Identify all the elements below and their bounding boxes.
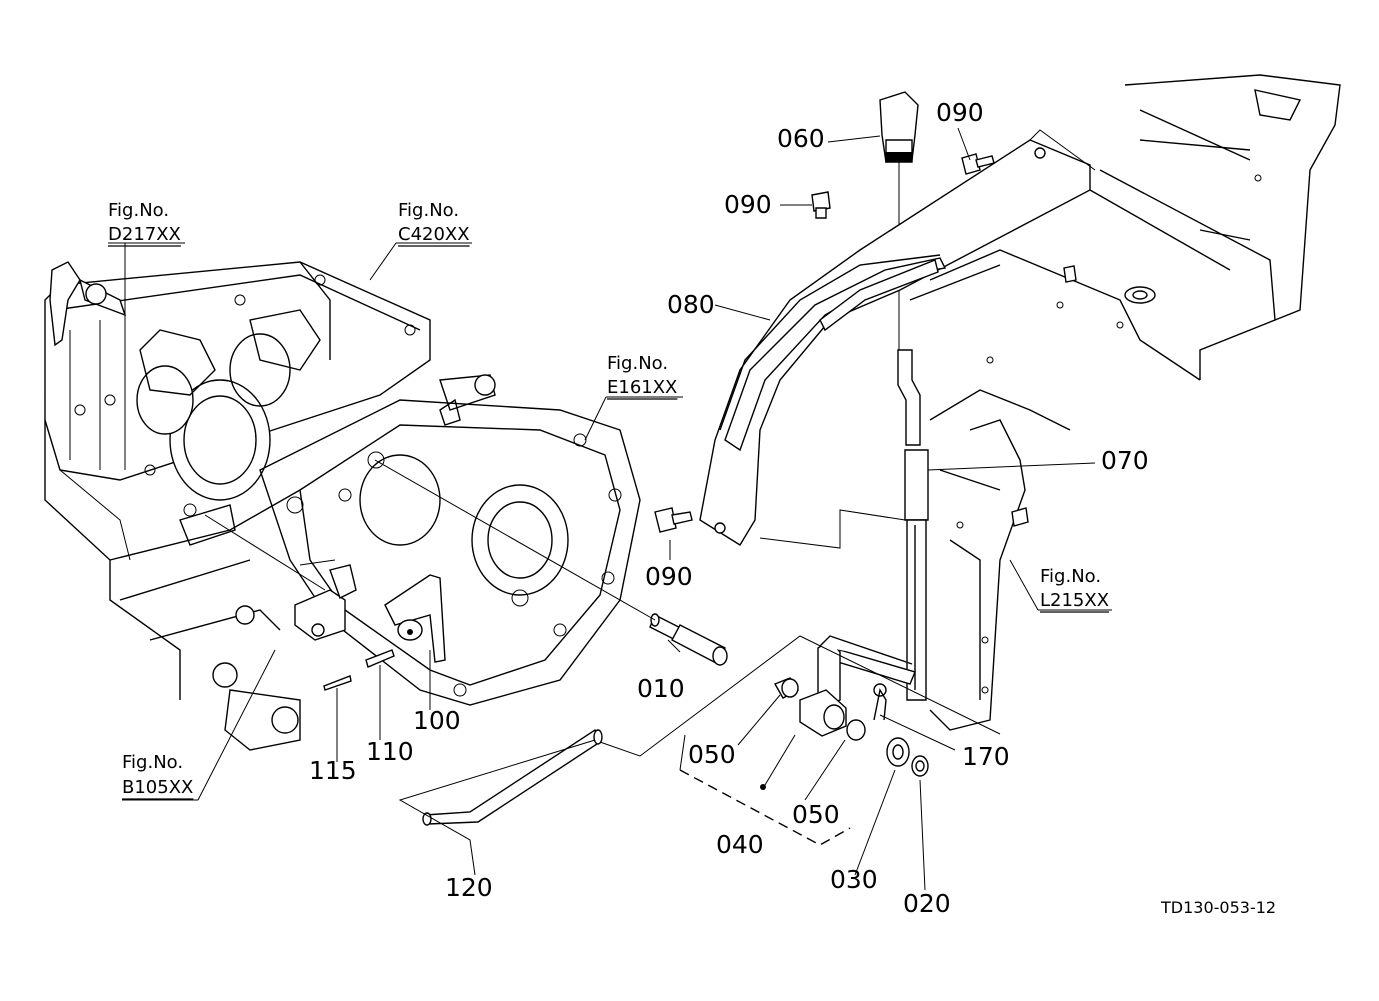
fig-ref-C420XX: Fig.No. C420XX <box>398 200 470 247</box>
switch-assembly <box>294 564 357 641</box>
part-number-labels: 010 020 030 040 050 050 060 070 080 090 … <box>309 98 1149 918</box>
part-number-070: 070 <box>1101 446 1149 475</box>
lever-070 <box>817 349 929 707</box>
washer-030 <box>886 737 910 767</box>
fig-ref-code: D217XX <box>108 224 181 245</box>
bolt-090-middle <box>811 191 831 219</box>
fig-ref-code: C420XX <box>398 224 470 245</box>
fig-ref-code: E161XX <box>607 377 677 398</box>
part-number-020: 020 <box>903 889 951 918</box>
arm-100 <box>384 574 446 663</box>
fig-ref-E161XX: Fig.No. E161XX <box>607 353 678 400</box>
fig-ref-label: Fig.No. <box>607 353 668 374</box>
fig-ref-L215XX: Fig.No. L215XX <box>1040 566 1110 613</box>
part-number-010: 010 <box>637 674 685 703</box>
part-number-115: 115 <box>309 756 357 785</box>
bush-050-upper <box>773 677 800 699</box>
part-number-090-middle: 090 <box>724 190 772 219</box>
bell-housing <box>259 374 641 706</box>
bolt-090-top <box>961 153 995 175</box>
knob-060 <box>879 91 919 350</box>
pin-170 <box>873 683 887 721</box>
leader-lines <box>108 127 1112 891</box>
fig-ref-D217XX: Fig.No. D217XX <box>108 200 181 247</box>
rod-120 <box>422 728 603 826</box>
nut-020 <box>911 755 929 777</box>
fig-ref-label: Fig.No. <box>1040 566 1101 587</box>
fig-ref-B105XX: Fig.No. B105XX <box>122 752 194 800</box>
pin-110 <box>365 649 395 668</box>
part-number-090-top: 090 <box>936 98 984 127</box>
bush-050-lower <box>846 719 866 741</box>
bolt-090-lower <box>654 507 693 533</box>
transmission-case <box>44 261 431 751</box>
fig-ref-label: Fig.No. <box>122 752 183 773</box>
boss-040 <box>799 689 847 737</box>
part-number-050-upper: 050 <box>688 740 736 769</box>
fig-ref-code: B105XX <box>122 777 193 798</box>
part-number-110: 110 <box>366 737 414 766</box>
part-number-080: 080 <box>667 290 715 319</box>
shaft-010 <box>649 613 728 666</box>
pin-115 <box>323 675 352 691</box>
fig-ref-label: Fig.No. <box>108 200 169 221</box>
part-number-090-lower: 090 <box>645 562 693 591</box>
part-number-040: 040 <box>716 830 764 859</box>
drawing-code: TD130-053-12 <box>1160 898 1276 917</box>
part-number-100: 100 <box>413 706 461 735</box>
part-number-030: 030 <box>830 865 878 894</box>
fig-ref-label: Fig.No. <box>398 200 459 221</box>
fender-frame <box>909 74 1341 731</box>
part-number-120: 120 <box>445 873 493 902</box>
part-number-050-lower: 050 <box>792 800 840 829</box>
fig-ref-code: L215XX <box>1040 590 1109 611</box>
part-number-170: 170 <box>962 742 1010 771</box>
part-number-060: 060 <box>777 124 825 153</box>
